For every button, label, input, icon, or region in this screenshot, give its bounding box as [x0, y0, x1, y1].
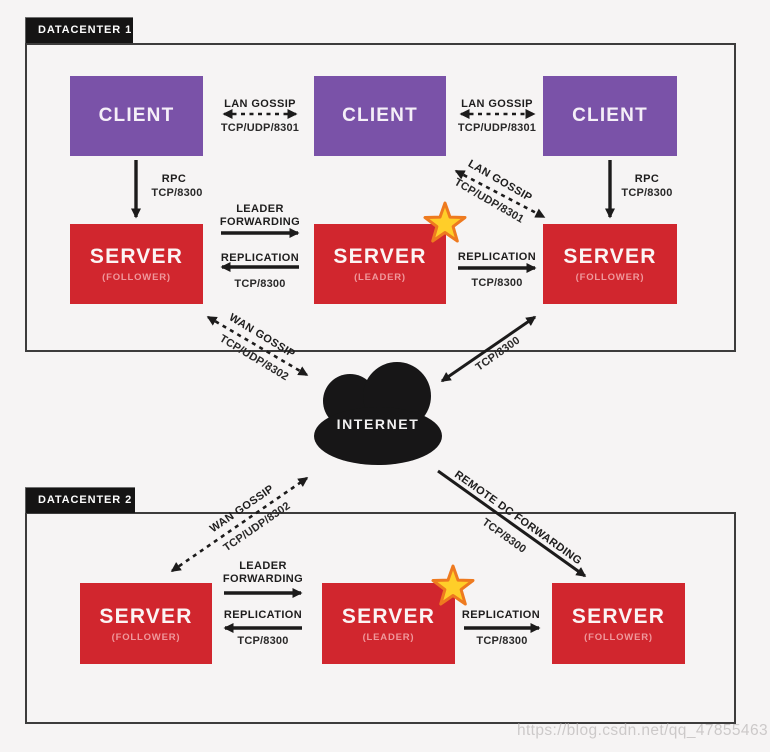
leader-forwarding-label-line2: FORWARDING	[219, 216, 301, 228]
server-role: (FOLLOWER)	[584, 631, 653, 643]
replication-label: REPLICATION	[220, 252, 300, 264]
server-role: (FOLLOWER)	[575, 272, 645, 283]
replication-port: TCP/8300	[476, 635, 528, 647]
dc2-server-follower-left: SERVER (FOLLOWER)	[80, 583, 212, 664]
server-role: (LEADER)	[362, 631, 415, 643]
client-label: CLIENT	[98, 105, 175, 126]
watermark: https://blog.csdn.net/qq_47855463	[516, 722, 768, 739]
leader-forwarding-label-line2: FORWARDING	[222, 573, 304, 585]
lan-gossip-port: TCP/UDP/8301	[220, 122, 300, 134]
datacenter-2-boundary	[25, 512, 736, 724]
replication-port: TCP/8300	[234, 278, 286, 290]
dc2-server-leader: SERVER (LEADER)	[322, 583, 455, 664]
replication-label: REPLICATION	[461, 609, 541, 621]
client-label: CLIENT	[342, 105, 418, 126]
dc1-client-1: CLIENT	[70, 76, 203, 156]
lan-gossip-label: LAN GOSSIP	[224, 98, 296, 110]
leader-forwarding-label-line1: LEADER	[236, 203, 284, 215]
server-label: SERVER	[563, 245, 657, 268]
server-role: (LEADER)	[354, 272, 406, 283]
replication-port: TCP/8300	[237, 635, 289, 647]
server-role: (FOLLOWER)	[111, 631, 181, 643]
rpc-port: TCP/8300	[621, 187, 673, 199]
dc1-client-2: CLIENT	[314, 76, 446, 156]
replication-label: REPLICATION	[457, 251, 537, 263]
rpc-label: RPC	[634, 173, 660, 185]
lan-gossip-label: LAN GOSSIP	[461, 98, 533, 110]
server-label: SERVER	[99, 604, 193, 628]
server-label: SERVER	[89, 245, 184, 268]
dc1-server-follower-right: SERVER (FOLLOWER)	[543, 224, 677, 304]
server-label: SERVER	[333, 245, 427, 268]
datacenter-1-tab: DATACENTER 1	[25, 17, 133, 43]
leader-forwarding-label-line1: LEADER	[239, 560, 287, 572]
server-label: SERVER	[341, 604, 436, 628]
dc1-client-3: CLIENT	[543, 76, 677, 156]
replication-port: TCP/8300	[471, 277, 523, 289]
rpc-label: RPC	[161, 173, 187, 185]
rpc-port: TCP/8300	[151, 187, 203, 199]
dc2-server-follower-right: SERVER (FOLLOWER)	[552, 583, 685, 664]
datacenter-1-boundary	[25, 43, 736, 352]
client-label: CLIENT	[572, 105, 648, 126]
internet-cloud	[314, 362, 442, 465]
internet-label: INTERNET	[336, 416, 420, 432]
datacenter-2-tab: DATACENTER 2	[25, 487, 135, 513]
replication-label: REPLICATION	[223, 609, 303, 621]
server-label: SERVER	[571, 604, 666, 628]
server-role: (FOLLOWER)	[102, 272, 171, 283]
dc1-server-follower-left: SERVER (FOLLOWER)	[70, 224, 203, 304]
lan-gossip-port: TCP/UDP/8301	[457, 122, 537, 134]
dc1-server-leader: SERVER (LEADER)	[314, 224, 446, 304]
